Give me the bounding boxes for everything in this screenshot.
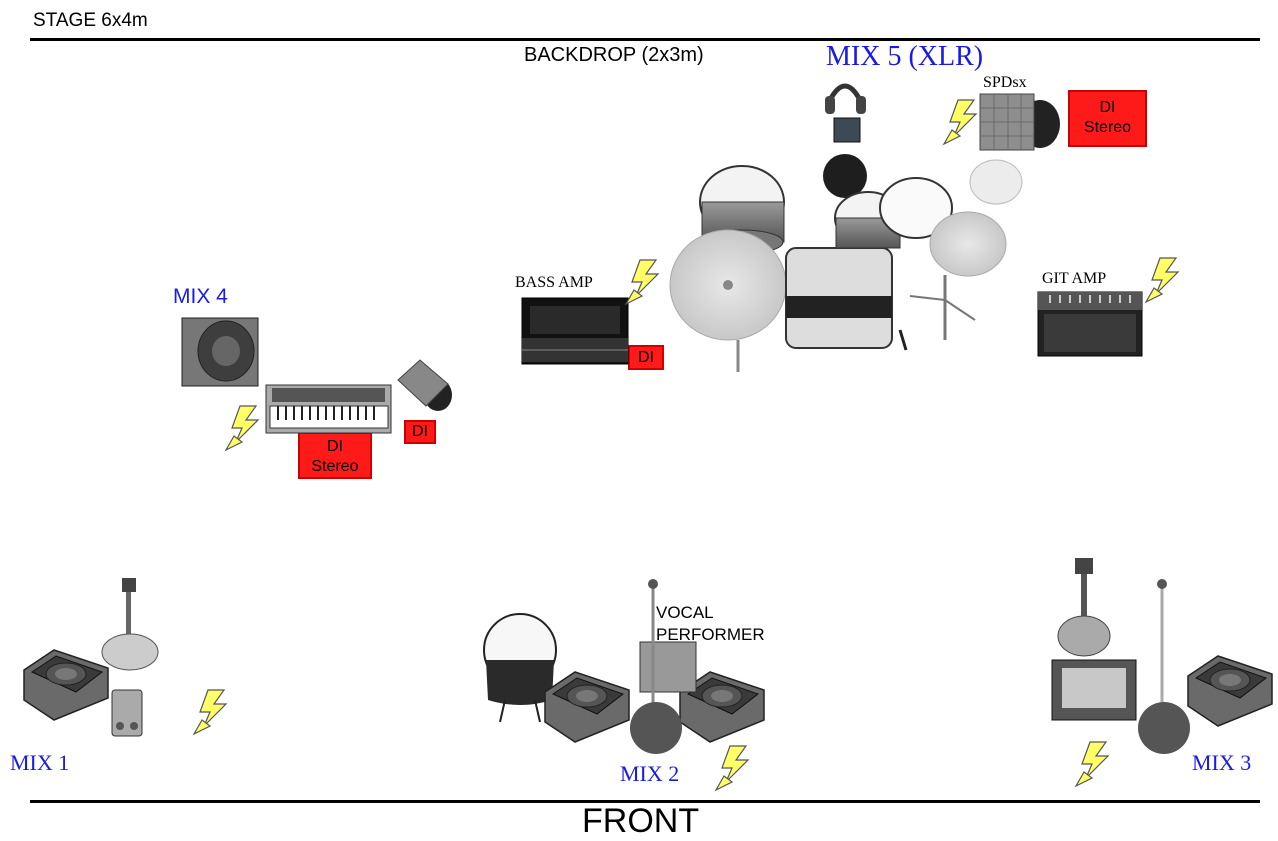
spdsx-label: SPDsx [983,74,1027,91]
bass-amp [521,297,629,365]
mix2-label: MIX 2 [620,761,680,786]
mix5-label: MIX 5 (XLR) [826,41,984,72]
power-icon [625,259,659,305]
power-icon [943,99,977,145]
power-icon [225,405,259,451]
mix3-label: MIX 3 [1192,750,1252,775]
backdrop-label: BACKDROP (2x3m) [524,44,704,66]
mix2-area [483,579,765,754]
power-icon [1145,257,1179,303]
power-icon [1075,741,1109,787]
keyboard [265,384,392,434]
stage-title: STAGE 6x4m [33,10,148,31]
keys-pad [397,359,452,411]
guitar-amp [1037,291,1143,357]
mix3-area [1051,558,1273,754]
bass-amp-label: BASS AMP [515,274,593,291]
power-icon [193,689,227,735]
drum-kit [669,83,1023,372]
mix4-monitor [181,317,259,387]
spdsx-pad [979,93,1060,151]
di-stereo-spdsx: DI Stereo [1068,90,1147,147]
di-pad: DI [404,420,436,444]
mix1-label: MIX 1 [10,750,70,775]
vocal-performer-label: VOCAL PERFORMER [656,603,765,644]
di-stereo-keys: DI Stereo [298,432,372,479]
front-label: FRONT [582,802,700,840]
power-icon [715,745,749,791]
di-bass: DI [628,345,664,370]
git-amp-label: GIT AMP [1042,270,1107,287]
mix1-area [23,578,159,737]
stage-back-line [30,38,1260,41]
stage-front-line [30,800,1260,803]
mix4-label: MIX 4 [173,285,228,308]
